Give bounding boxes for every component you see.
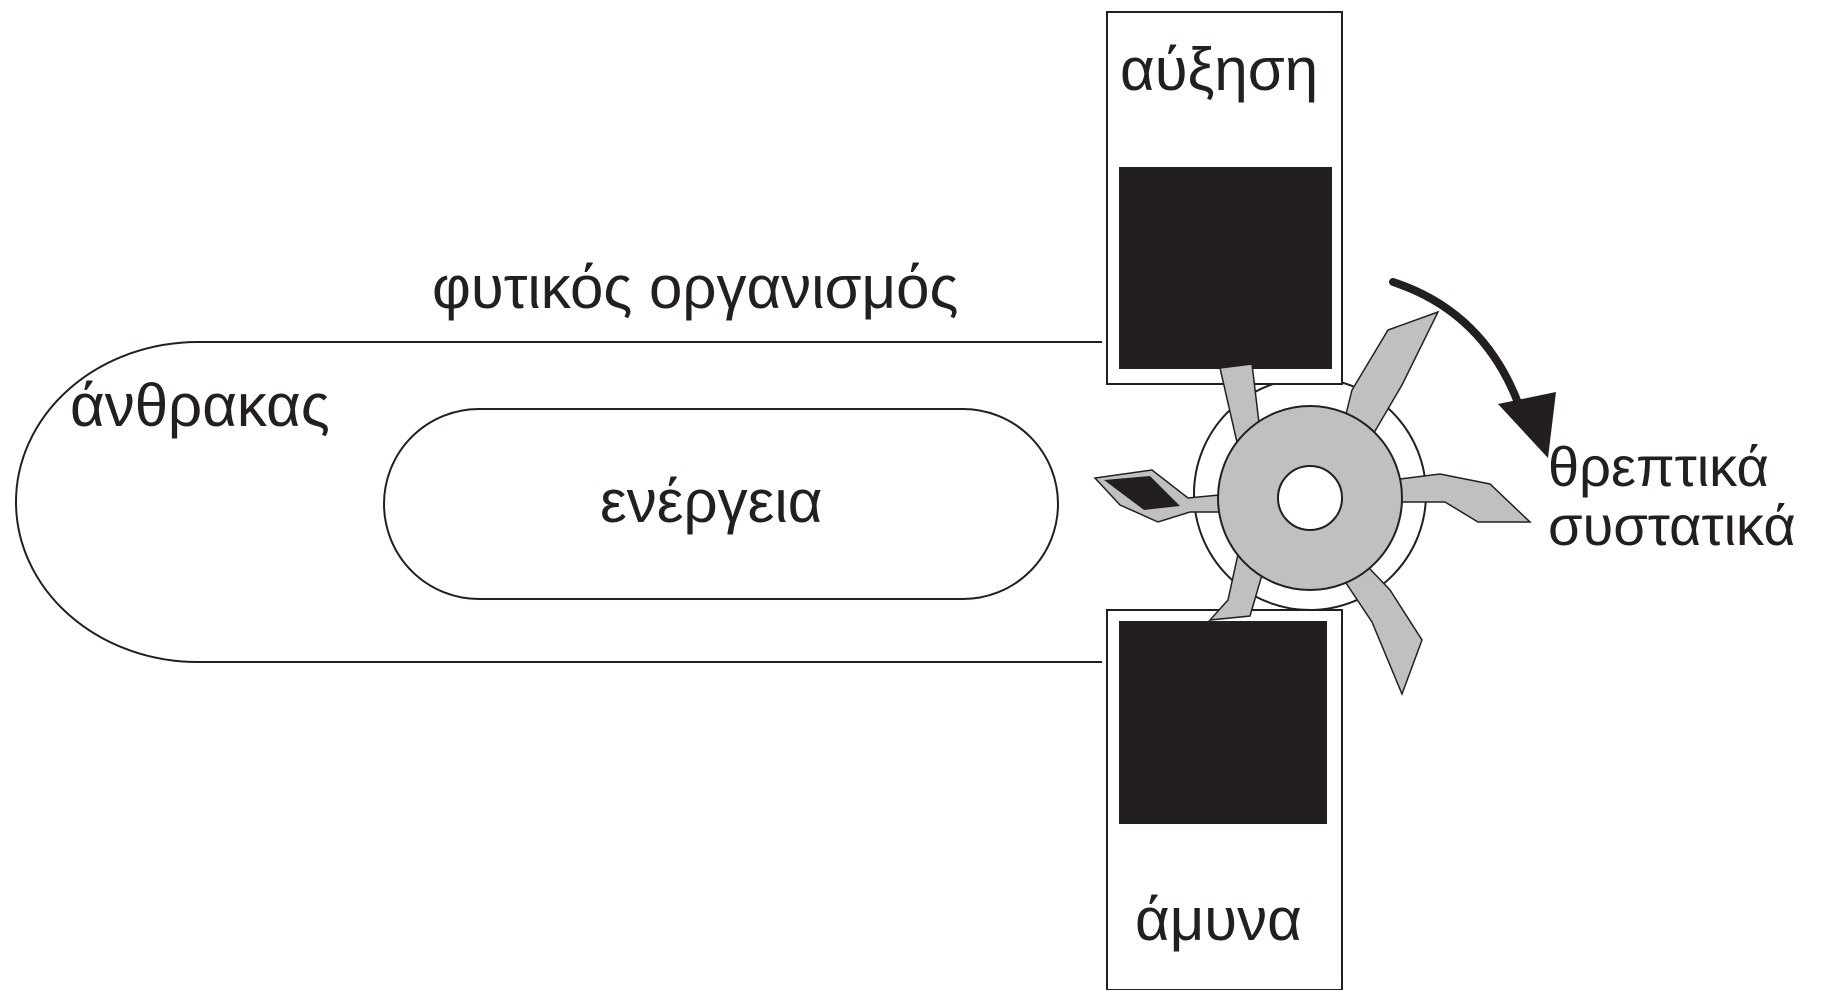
growth-fill-block: [1119, 167, 1332, 369]
plant-organism-label: φυτικός οργανισμός: [432, 254, 959, 321]
nutrients-label-line2: συστατικά: [1548, 493, 1796, 557]
curved-arrow-icon: [1389, 278, 1556, 458]
carbon-label: άνθρακας: [70, 372, 330, 439]
energy-inner-tube: [383, 408, 1059, 600]
nutrients-label-line1: θρεπτικά: [1548, 435, 1769, 498]
nutrients-label: θρεπτικά συστατικά: [1548, 435, 1796, 557]
growth-label: αύξηση: [1120, 36, 1319, 103]
curved-arrow-shaft: [1389, 278, 1524, 412]
gear-icon: [1093, 310, 1532, 697]
gear-axle-hole: [1277, 465, 1343, 531]
defense-fill-block: [1119, 621, 1327, 824]
defense-label: άμυνα: [1135, 886, 1302, 953]
energy-label: ενέργεια: [600, 468, 823, 535]
gear-blade-right: [1391, 473, 1532, 523]
curved-arrow-head: [1498, 392, 1556, 458]
gear-blade-left-dark-tip: [1104, 476, 1180, 510]
